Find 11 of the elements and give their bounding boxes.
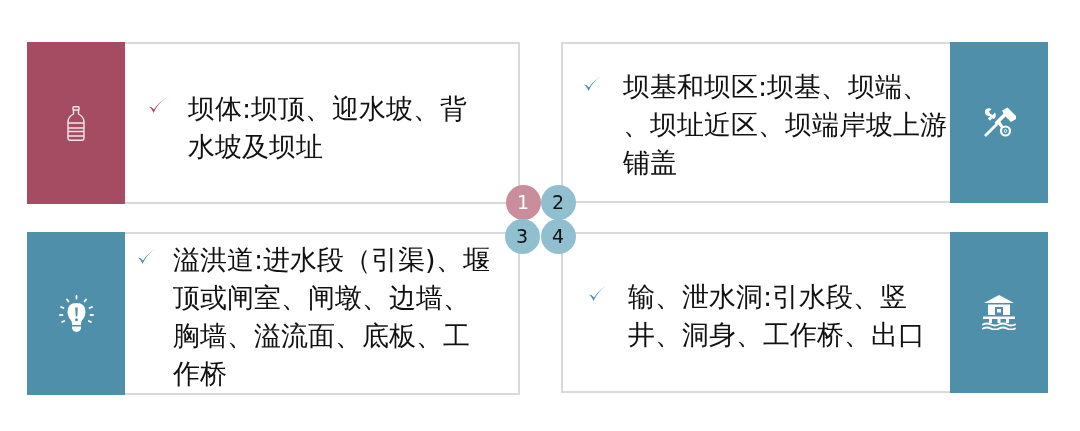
text-card	[561, 42, 1048, 203]
number-circle: 3	[504, 218, 540, 254]
item-text: 输、泄水洞:引水段、竖井、洞身、工作桥、出口	[628, 280, 926, 352]
number-circle: 2	[540, 184, 576, 220]
number-circle: 4	[540, 218, 576, 254]
text-card	[561, 232, 1048, 393]
number-circle: 1	[505, 184, 541, 220]
item-text: 坝基和坝区:坝基、坝端、、坝址近区、坝端岸坡上游铺盖	[623, 70, 948, 180]
item-text: 坝体:坝顶、迎水坡、背水坡及坝址	[188, 92, 469, 164]
item-text: 溢洪道:进水段（引渠)、堰顶或闸室、闸墩、边墙、胸墙、溢流面、底板、工作桥	[173, 243, 491, 391]
text-card	[27, 42, 520, 204]
